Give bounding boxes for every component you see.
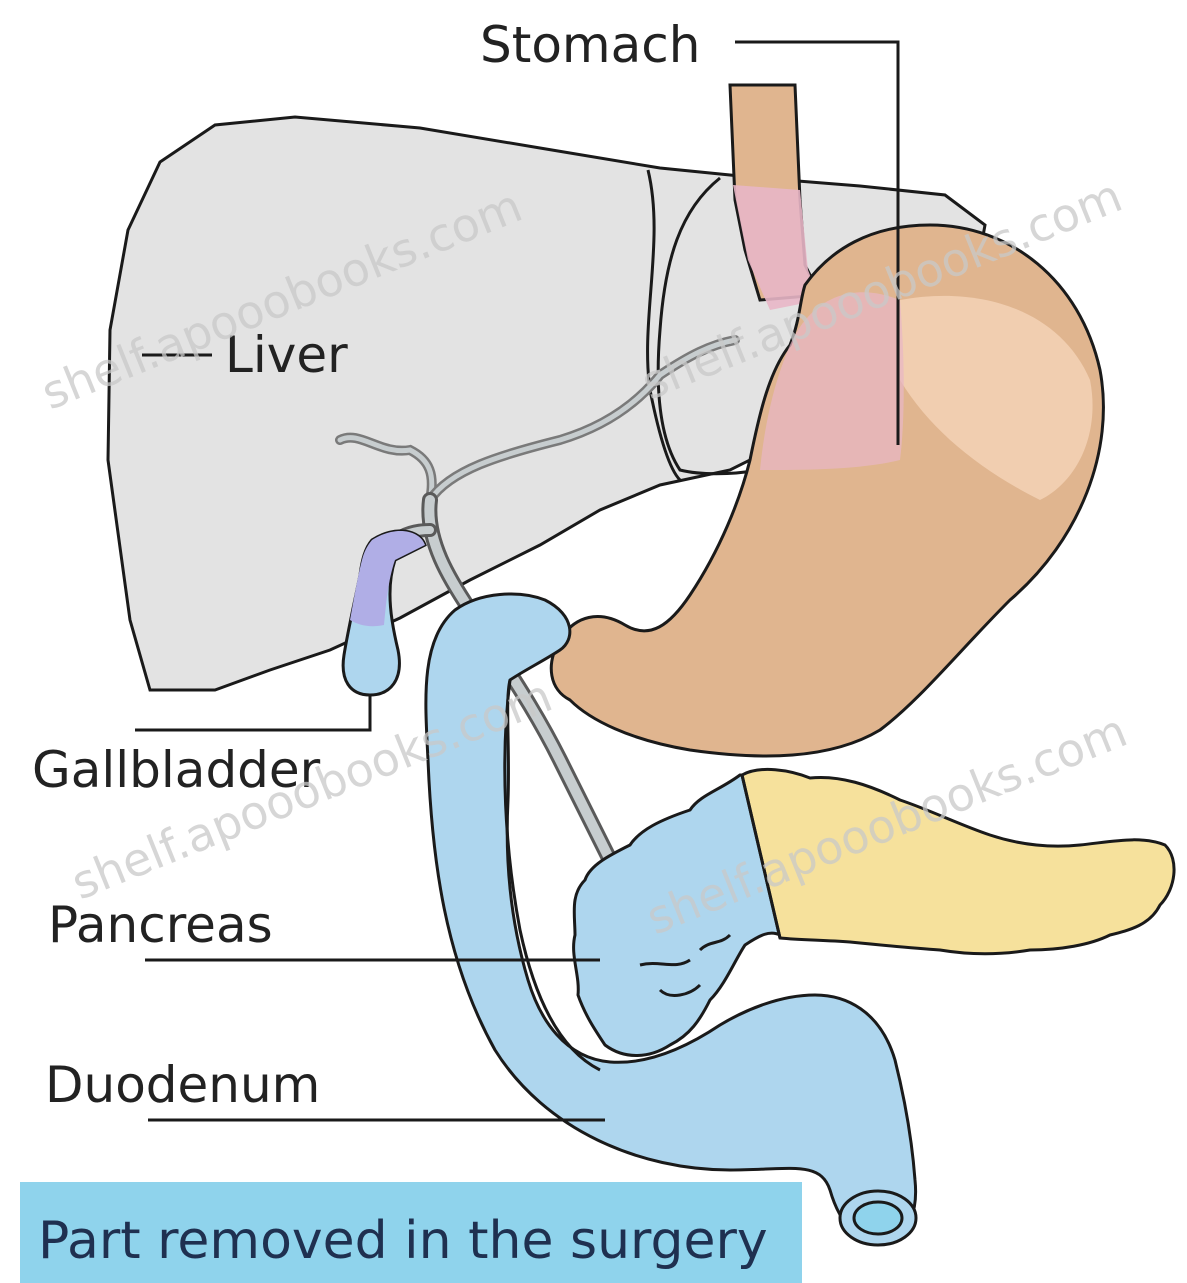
duodenum-cut-end-inner <box>854 1202 902 1234</box>
gallbladder-leader-line <box>135 695 370 730</box>
duodenum-label: Duodenum <box>45 1056 320 1114</box>
legend-text: Part removed in the surgery <box>38 1211 768 1271</box>
stomach-label: Stomach <box>480 16 700 74</box>
